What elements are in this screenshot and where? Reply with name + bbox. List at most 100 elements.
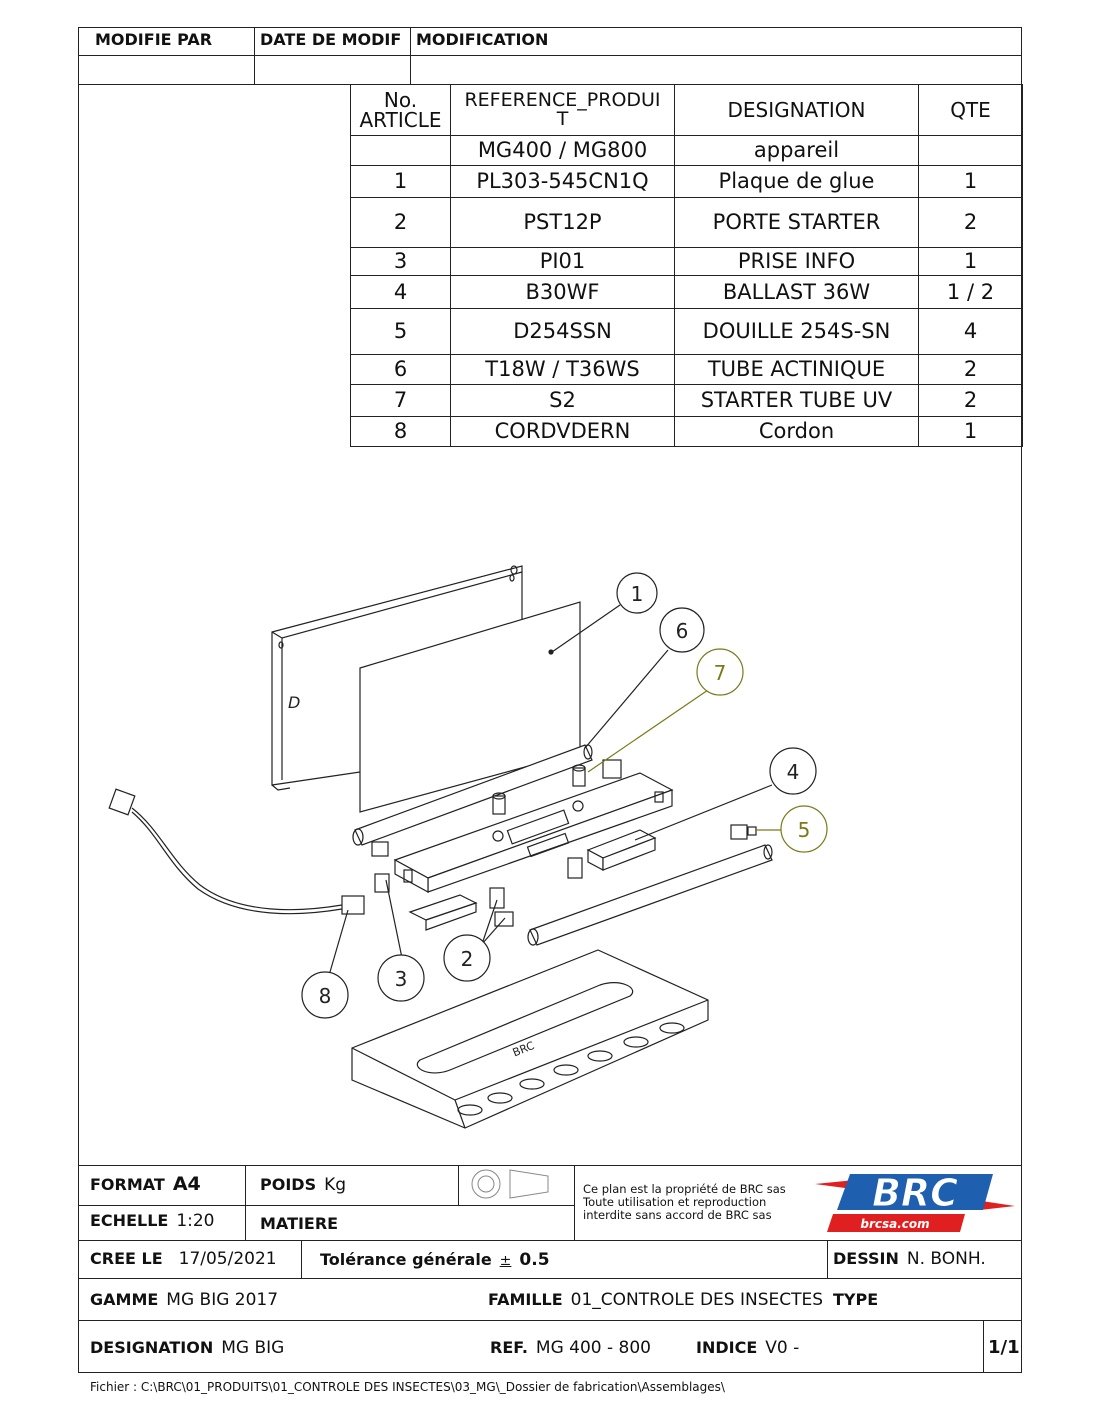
bom-header-no: No.ARTICLE bbox=[350, 84, 451, 136]
type-field: TYPE bbox=[833, 1290, 879, 1309]
power-cord bbox=[108, 788, 365, 915]
bom-row: 4 B30WF BALLAST 36W 1 / 2 bbox=[350, 275, 1023, 309]
tb-vline-3 bbox=[574, 1165, 575, 1240]
exploded-assembly-drawing: D bbox=[108, 565, 828, 1129]
bom-no: 7 bbox=[350, 384, 451, 417]
matiere-field: MATIERE bbox=[260, 1214, 339, 1233]
revision-col-divider-1 bbox=[254, 27, 255, 84]
file-path: Fichier : C:\BRC\01_PRODUITS\01_CONTROLE… bbox=[90, 1380, 725, 1394]
bom-ref: T18W / T36WS bbox=[450, 354, 675, 385]
logo-url: brcsa.com bbox=[860, 1217, 929, 1231]
notice-line: interdite sans accord de BRC sas bbox=[583, 1208, 772, 1222]
projection-symbol-icon bbox=[471, 1169, 549, 1199]
svg-text:7: 7 bbox=[714, 661, 727, 685]
title-block-row4 bbox=[78, 1320, 1022, 1321]
bom-ref: D254SSN bbox=[450, 308, 675, 355]
bom-no: 2 bbox=[350, 197, 451, 248]
balloon-1: 1 bbox=[616, 572, 658, 614]
svg-text:2: 2 bbox=[461, 947, 474, 971]
title-block-row2 bbox=[78, 1240, 1022, 1241]
bom-qte: 2 bbox=[918, 384, 1023, 417]
bom-row: 2 PST12P PORTE STARTER 2 bbox=[350, 197, 1023, 248]
svg-text:6: 6 bbox=[676, 619, 689, 643]
bom-header-designation: DESIGNATION bbox=[674, 84, 919, 136]
sheet-number: 1/1 bbox=[988, 1337, 1020, 1358]
bom-ref: CORDVDERN bbox=[450, 416, 675, 447]
tb-vline-2 bbox=[458, 1165, 459, 1205]
revision-header-divider bbox=[78, 55, 1022, 56]
chassis-rail bbox=[393, 772, 674, 894]
modifie-par-header: MODIFIE PAR bbox=[95, 30, 213, 49]
bom-designation: PORTE STARTER bbox=[674, 197, 919, 248]
notice-line: Ce plan est la propriété de BRC sas bbox=[583, 1182, 786, 1196]
drawing-frame bbox=[78, 27, 1022, 1373]
bom-ref: B30WF bbox=[450, 275, 675, 309]
svg-text:3: 3 bbox=[395, 967, 408, 991]
leader-lines bbox=[329, 604, 782, 973]
balloon-7: 7 bbox=[696, 648, 744, 696]
plate-letter: D bbox=[288, 693, 300, 712]
bom-header-qte: QTE bbox=[918, 84, 1023, 136]
balloon-6: 6 bbox=[659, 607, 705, 653]
tolerance-field: Tolérance générale±0.5 bbox=[320, 1250, 550, 1270]
bom-no bbox=[350, 135, 451, 166]
actinic-tube-lower bbox=[527, 844, 773, 946]
tb-vline-6 bbox=[983, 1320, 984, 1373]
balloon-4: 4 bbox=[769, 747, 817, 795]
notice-line: Toute utilisation et reproduction bbox=[583, 1195, 767, 1209]
bom-qte: 2 bbox=[918, 354, 1023, 385]
logo-text: BRC bbox=[872, 1171, 958, 1215]
balloon-5: 5 bbox=[780, 805, 828, 853]
svg-text:1: 1 bbox=[631, 582, 644, 606]
bom-row: 5 D254SSN DOUILLE 254S-SN 4 bbox=[350, 308, 1023, 355]
starter-parts bbox=[489, 759, 622, 927]
ref-field: REF.MG 400 - 800 bbox=[490, 1338, 651, 1358]
bom-qte: 1 bbox=[918, 165, 1023, 198]
bom-row: 7 S2 STARTER TUBE UV 2 bbox=[350, 384, 1023, 417]
title-block-row3 bbox=[78, 1278, 1022, 1279]
bom-ref: PI01 bbox=[450, 247, 675, 276]
bom-qte: 1 / 2 bbox=[918, 275, 1023, 309]
title-block-top bbox=[78, 1165, 1022, 1166]
bom-designation: TUBE ACTINIQUE bbox=[674, 354, 919, 385]
balloon-3: 3 bbox=[377, 954, 425, 1002]
bom-qte: 2 bbox=[918, 197, 1023, 248]
bom-no: 1 bbox=[350, 165, 451, 198]
bom-row: 1 PL303-545CN1Q Plaque de glue 1 bbox=[350, 165, 1023, 198]
bom-no: 8 bbox=[350, 416, 451, 447]
bom-designation: Plaque de glue bbox=[674, 165, 919, 198]
bom-designation: Cordon bbox=[674, 416, 919, 447]
date-de-modif-header: DATE DE MODIF bbox=[260, 30, 402, 49]
bom-designation: BALLAST 36W bbox=[674, 275, 919, 309]
revision-col-divider-2 bbox=[410, 27, 411, 84]
ownership-notice: Ce plan est la propriété de BRC sas Tout… bbox=[583, 1183, 823, 1222]
bom-row: 6 T18W / T36WS TUBE ACTINIQUE 2 bbox=[350, 354, 1023, 385]
bom-row: 8 CORDVDERN Cordon 1 bbox=[350, 416, 1023, 447]
bom-ref: PST12P bbox=[450, 197, 675, 248]
svg-text:5: 5 bbox=[798, 818, 811, 842]
bom-qte: 1 bbox=[918, 416, 1023, 447]
bom-no: 4 bbox=[350, 275, 451, 309]
svg-text:4: 4 bbox=[787, 760, 800, 784]
tb-vline-5 bbox=[827, 1240, 828, 1278]
bom-qte bbox=[918, 135, 1023, 166]
modification-header: MODIFICATION bbox=[416, 30, 549, 49]
ballasts bbox=[408, 829, 657, 931]
tb-vline-4 bbox=[301, 1240, 302, 1278]
svg-text:8: 8 bbox=[319, 984, 332, 1008]
bom-designation: STARTER TUBE UV bbox=[674, 384, 919, 417]
tb-vline-1 bbox=[245, 1165, 246, 1240]
tube-sockets bbox=[371, 824, 757, 893]
